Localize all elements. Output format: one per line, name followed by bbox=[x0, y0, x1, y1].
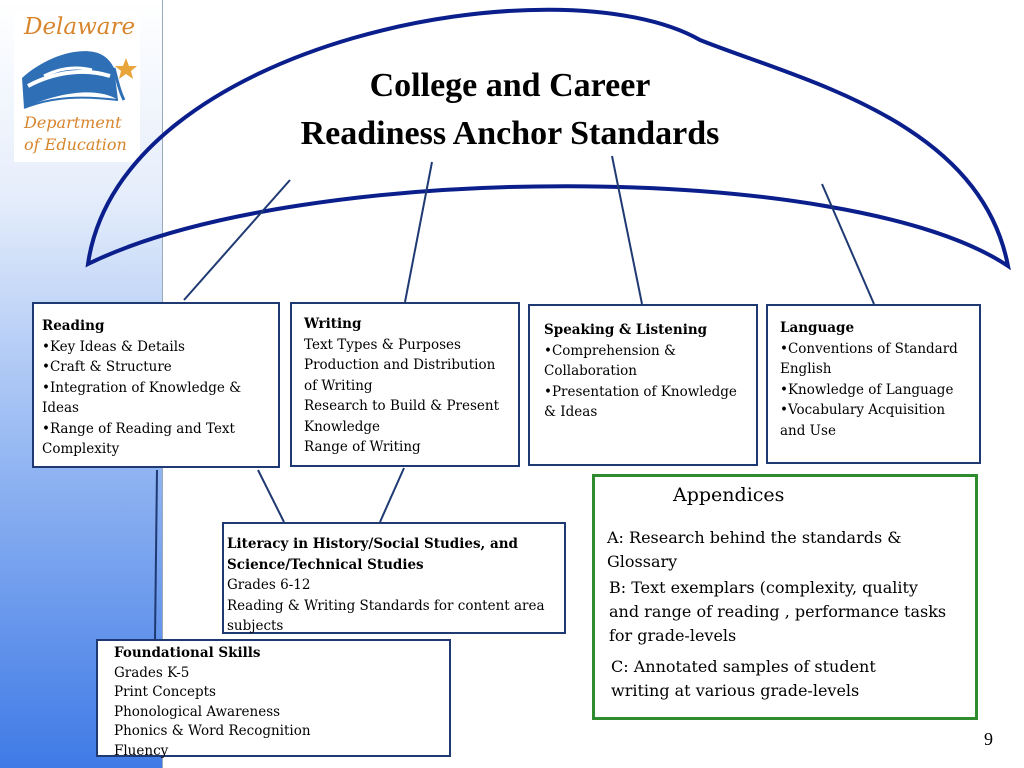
reading-item: •Key Ideas & Details bbox=[42, 338, 185, 355]
literacy-heading: Literacy in History/Social Studies, and … bbox=[227, 536, 518, 573]
page-title: College and Career Readiness Anchor Stan… bbox=[230, 62, 790, 158]
reading-box: Reading •Key Ideas & Details •Craft & St… bbox=[32, 302, 280, 468]
writing-item: Production and Distribution of Writing bbox=[304, 357, 496, 394]
connector-speaking bbox=[611, 155, 643, 305]
delaware-doe-logo: Delaware Department of Education bbox=[14, 12, 140, 162]
foundational-item: Print Concepts bbox=[114, 684, 216, 701]
logo-text-department: Department of Education bbox=[24, 112, 140, 156]
literacy-box: Literacy in History/Social Studies, and … bbox=[222, 522, 566, 634]
connector-reading-foundational bbox=[154, 469, 158, 640]
speaking-item: •Presentation of Knowledge & Ideas bbox=[544, 383, 737, 421]
speaking-listening-box: Speaking & Listening •Comprehension & Co… bbox=[528, 304, 758, 466]
literacy-item: Reading & Writing Standards for content … bbox=[227, 597, 545, 635]
language-item: •Vocabulary Acquisition and Use bbox=[780, 402, 946, 439]
logo-line-department: Department bbox=[24, 113, 122, 132]
language-item: •Conventions of Standard English bbox=[780, 340, 958, 378]
anchor-arch bbox=[85, 7, 1011, 271]
title-line-1: College and Career bbox=[369, 67, 651, 104]
language-heading: Language bbox=[780, 320, 855, 336]
connector-writing bbox=[404, 161, 433, 303]
foundational-item: Phonological Awareness bbox=[114, 703, 281, 720]
reading-heading: Reading bbox=[42, 318, 105, 334]
appendix-a: A: Research behind the standards & Gloss… bbox=[607, 528, 902, 571]
logo-book-icon bbox=[22, 51, 137, 109]
writing-item: Range of Writing bbox=[304, 439, 421, 455]
connector-reading bbox=[183, 179, 291, 301]
foundational-heading: Foundational Skills bbox=[114, 645, 261, 661]
speaking-item: •Comprehension & Collaboration bbox=[544, 342, 677, 380]
reading-item: •Craft & Structure bbox=[42, 359, 172, 375]
connector-reading-literacy bbox=[257, 469, 285, 523]
title-line-2: Readiness Anchor Standards bbox=[300, 115, 720, 152]
language-box: Language •Conventions of Standard Englis… bbox=[766, 304, 981, 464]
page-number: 9 bbox=[984, 729, 993, 749]
language-item: •Knowledge of Language bbox=[780, 381, 954, 398]
logo-text-delaware: Delaware bbox=[24, 14, 136, 40]
appendix-c: C: Annotated samples of student writing … bbox=[611, 657, 876, 700]
writing-heading: Writing bbox=[304, 316, 362, 332]
writing-item: Research to Build & Present Knowledge bbox=[304, 398, 500, 435]
connector-writing-literacy bbox=[379, 467, 405, 523]
writing-item: Text Types & Purposes bbox=[304, 336, 461, 353]
appendix-b: B: Text exemplars (complexity, quality a… bbox=[609, 578, 947, 645]
reading-item: •Integration of Knowledge & Ideas bbox=[42, 379, 242, 417]
foundational-item: Grades K-5 bbox=[114, 664, 190, 681]
appendices-box: Appendices A: Research behind the standa… bbox=[592, 474, 978, 720]
logo-line-of-education: of Education bbox=[24, 135, 127, 154]
reading-item: •Range of Reading and Text Complexity bbox=[42, 420, 235, 458]
literacy-item: Grades 6-12 bbox=[227, 577, 311, 593]
foundational-skills-box: Foundational Skills Grades K-5 Print Con… bbox=[96, 639, 451, 759]
speaking-heading: Speaking & Listening bbox=[544, 322, 708, 338]
appendices-title: Appendices bbox=[673, 484, 785, 506]
writing-box: Writing Text Types & Purposes Production… bbox=[290, 302, 520, 467]
foundational-item: Fluency bbox=[114, 742, 169, 759]
foundational-item: Phonics & Word Recognition bbox=[114, 723, 311, 740]
connector-language bbox=[821, 183, 875, 305]
